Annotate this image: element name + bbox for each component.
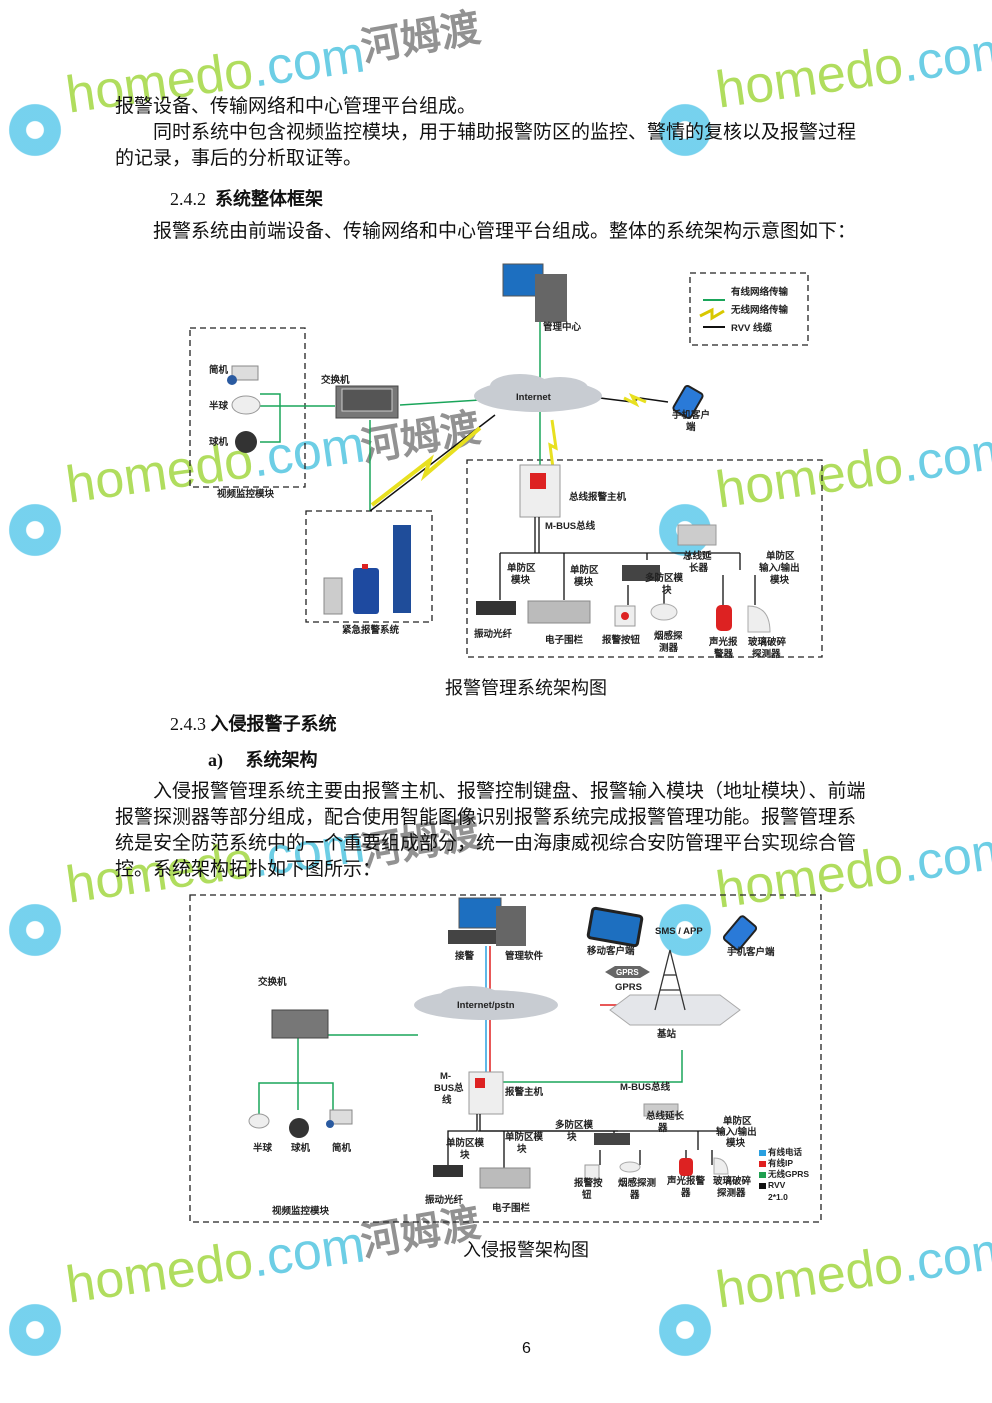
legend-phone: 有线电话 (768, 1147, 803, 1157)
alarm-system-architecture-diagram (189, 263, 823, 658)
label: 块 (567, 1132, 577, 1143)
label: 报警按 (574, 1178, 603, 1189)
label: 长器 (689, 563, 709, 574)
label: 烟感探测 (618, 1178, 657, 1189)
label: 交换机 (321, 375, 350, 386)
label: 器 (658, 1123, 668, 1134)
section-heading-2-4-3: 2.4.3 入侵报警子系统 (170, 714, 337, 734)
label: BUS总 (434, 1083, 464, 1094)
paragraph-line: 报警设备、传输网络和中心管理平台组成。 (115, 96, 477, 117)
legend-rvv: RVV 线缆 (731, 323, 773, 334)
label: 单防区 (766, 551, 795, 562)
label: 器 (681, 1188, 691, 1199)
label: SMS / APP (655, 926, 703, 937)
label: 管理软件 (505, 951, 544, 962)
legend-ip: 有线IP (768, 1158, 794, 1168)
label: 声光报 (709, 637, 738, 648)
label: 单防区 (507, 563, 536, 574)
label: 烟感探 (654, 631, 683, 642)
figure-caption-2: 入侵报警架构图 (463, 1240, 589, 1260)
label: 移动客户端 (587, 946, 635, 957)
label: 多防区模 (555, 1120, 594, 1131)
label: 报警按钮 (602, 635, 641, 646)
label: M- (440, 1071, 452, 1082)
label: 模块 (726, 1138, 746, 1149)
section-heading-2-4-2: 2.4.2 系统整体框架 (170, 189, 323, 209)
paragraph-line: 报警系统由前端设备、传输网络和中心管理平台组成。整体的系统架构示意图如下： (153, 221, 857, 242)
label: 手机客户端 (727, 947, 775, 958)
label: 多防区模 (645, 573, 684, 584)
label: 线 (442, 1095, 452, 1106)
label: GPRS (616, 968, 639, 977)
paragraph-line: 的记录，事后的分析取证等。 (115, 148, 363, 169)
label: 半球 (253, 1143, 273, 1154)
label: 器 (630, 1190, 640, 1201)
label: M-BUS总线 (545, 521, 596, 532)
label: 电子围栏 (545, 635, 584, 646)
legend-wireless: 无线网络传输 (731, 305, 789, 316)
label: 视频监控模块 (217, 489, 275, 500)
label: 报警主机 (505, 1087, 544, 1098)
legend-rvv-spec: 2*1.0 (768, 1192, 788, 1202)
intrusion-alarm-architecture-diagram (189, 894, 822, 1223)
label: 单防区 (570, 565, 599, 576)
label: 块 (460, 1150, 470, 1161)
label: 简机 (332, 1143, 352, 1154)
label: 钮 (582, 1190, 592, 1201)
page-number: 6 (522, 1340, 531, 1357)
legend-wired: 有线网络传输 (731, 287, 789, 298)
label: 交换机 (258, 977, 287, 988)
label: 单防区 (723, 1116, 752, 1127)
paragraph-line: 报警探测器等部分组成，配合使用智能图像识别报警系统完成报警管理功能。报警管理系 (115, 807, 857, 828)
label: 单防区模 (505, 1132, 544, 1143)
label: 振动光纤 (474, 629, 513, 640)
label: 单防区模 (446, 1138, 485, 1149)
subsection-heading-a: a) 系统架构 (208, 750, 318, 770)
label: GPRS (615, 982, 642, 993)
label: 玻璃破碎 (713, 1176, 752, 1187)
label: 端 (686, 422, 696, 433)
paragraph-line: 入侵报警管理系统主要由报警主机、报警控制键盘、报警输入模块（地址模块）、前端 (153, 781, 866, 802)
label-management-center: 管理中心 (543, 322, 582, 333)
label: 总线延 (683, 551, 712, 562)
label: 块 (517, 1144, 527, 1155)
label: 总线延长 (646, 1111, 685, 1122)
label: 视频监控模块 (272, 1206, 330, 1217)
label: 模块 (511, 575, 531, 586)
legend-gprs: 无线GPRS (768, 1169, 810, 1179)
label: 球机 (209, 437, 229, 448)
figure-caption-1: 报警管理系统架构图 (445, 678, 607, 698)
legend-rvv: RVV (768, 1180, 786, 1190)
label: Internet (516, 392, 551, 403)
label: 探测器 (752, 649, 781, 660)
label: 玻璃破碎 (748, 637, 787, 648)
label: 模块 (574, 577, 594, 588)
label: Internet/pstn (457, 1000, 515, 1011)
label: M-BUS总线 (620, 1082, 671, 1093)
label: 电子围栏 (492, 1203, 531, 1214)
label: 总线报警主机 (569, 492, 627, 503)
label: 紧急报警系统 (342, 625, 400, 636)
label: 接警 (455, 951, 475, 962)
paragraph-line: 控。系统架构拓扑如下图所示： (115, 859, 382, 880)
label: 输入/输出 (716, 1127, 757, 1138)
label: 输入/输出 (759, 563, 800, 574)
label: 基站 (657, 1029, 677, 1040)
label: 警器 (714, 649, 734, 660)
label: 模块 (770, 575, 790, 586)
paragraph-line: 统是安全防范系统中的一个重要组成部分，统一由海康威视综合安防管理平台实现综合管 (115, 833, 857, 854)
label: 球机 (291, 1143, 311, 1154)
paragraph-line: 同时系统中包含视频监控模块，用于辅助报警防区的监控、警情的复核以及报警过程 (153, 122, 857, 143)
label: 块 (662, 585, 672, 596)
label: 手机客户 (672, 410, 711, 421)
label: 半球 (209, 401, 229, 412)
label: 振动光纤 (425, 1195, 464, 1206)
label: 声光报警 (667, 1176, 706, 1187)
label: 探测器 (717, 1188, 746, 1199)
label: 简机 (209, 365, 229, 376)
label: 测器 (659, 643, 679, 654)
